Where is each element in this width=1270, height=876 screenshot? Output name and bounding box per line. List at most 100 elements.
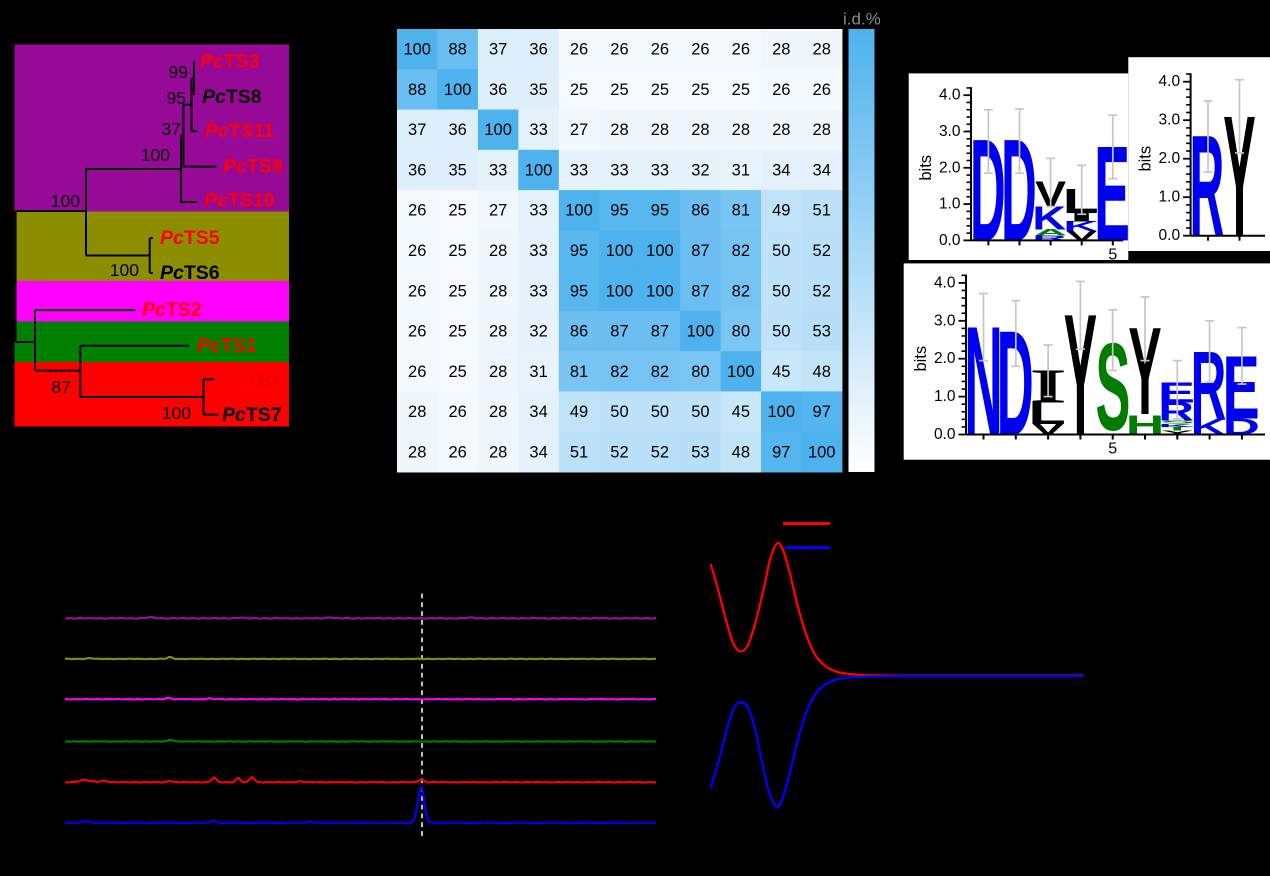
matrix-cell-value: 26 (408, 363, 426, 381)
matrix-cell (801, 109, 843, 151)
clade-block-green-clade (14, 321, 289, 362)
bootstrap-value: 95 (167, 88, 186, 108)
matrix-cell (477, 310, 519, 352)
matrix-cell-value: 25 (570, 81, 588, 99)
matrix-cell (720, 270, 762, 312)
matrix-cell (720, 431, 762, 473)
matrix-cell-value: 53 (813, 323, 831, 341)
matrix-cell-value: 28 (489, 403, 507, 421)
logo-letter-R: R (1190, 106, 1225, 267)
matrix-cell-value: 25 (448, 282, 466, 300)
matrix-cell (639, 351, 681, 392)
matrix-cell-value: 50 (610, 403, 628, 421)
matrix-cell-value: 26 (408, 323, 426, 341)
matrix-cell (518, 230, 560, 272)
matrix-cell (437, 310, 479, 352)
matrix-cell-value: 100 (768, 403, 796, 421)
matrix-cell (639, 391, 681, 433)
matrix-cell (558, 270, 600, 312)
matrix-cell (558, 431, 600, 473)
matrix-cell (639, 69, 681, 111)
matrix-cell (680, 270, 722, 312)
matrix-cell (397, 69, 438, 111)
matrix-cell-value: 100 (727, 363, 755, 381)
matrix-cell (720, 351, 762, 392)
matrix-cell-value: 100 (646, 282, 674, 300)
matrix-cell (477, 109, 519, 151)
matrix-cell-value: 26 (651, 41, 669, 59)
colorbar (848, 29, 875, 472)
matrix-cell-value: 53 (691, 443, 709, 461)
matrix-cell-value: 50 (691, 403, 709, 421)
matrix-cell-value: 49 (772, 202, 790, 220)
matrix-cell (599, 351, 641, 392)
matrix-cell (397, 29, 438, 70)
matrix-cell-value: 25 (691, 81, 709, 99)
matrix-cell-value: 26 (732, 41, 750, 59)
matrix-cell (437, 190, 479, 231)
matrix-cell (397, 431, 438, 473)
matrix-cell (437, 351, 479, 392)
matrix-cell-value: 82 (610, 363, 628, 381)
matrix-cell (599, 69, 641, 111)
matrix-cell-value: 31 (732, 161, 750, 179)
matrix-cell-value: 33 (529, 242, 547, 260)
matrix-cell-value: 50 (772, 323, 790, 341)
matrix-cell-value: 28 (610, 121, 628, 139)
matrix-cell (801, 230, 843, 272)
matrix-cell-value: 25 (448, 202, 466, 220)
matrix-cell (437, 109, 479, 151)
y-tick-label: 3.0 (939, 123, 961, 140)
matrix-cell (680, 391, 722, 433)
matrix-cell-value: 28 (489, 242, 507, 260)
trace-purple (64, 615, 657, 620)
matrix-cell (680, 29, 722, 70)
matrix-cell-value: 27 (489, 202, 507, 220)
matrix-cell-value: 87 (691, 242, 709, 260)
matrix-cell-value: 87 (610, 323, 628, 341)
colorbar-label: i.d.% (843, 10, 881, 29)
matrix-cell (599, 391, 641, 433)
matrix-cell (599, 29, 641, 70)
matrix-cell (599, 431, 641, 473)
matrix-cell-value: 25 (448, 323, 466, 341)
matrix-cell (518, 270, 560, 312)
logo-letter-K: K (1191, 415, 1226, 440)
matrix-cell (437, 29, 479, 70)
matrix-cell-value: 28 (489, 443, 507, 461)
matrix-cell (518, 109, 560, 151)
matrix-cell (599, 109, 641, 151)
matrix-cell (801, 351, 843, 392)
matrix-cell-value: 35 (529, 81, 547, 99)
matrix-cell-value: 26 (408, 242, 426, 260)
matrix-cell (437, 149, 479, 191)
matrix-cell (680, 230, 722, 272)
clade-block-magenta-clade (14, 281, 289, 322)
matrix-cell (558, 109, 600, 151)
matrix-cell-value: 95 (610, 202, 628, 220)
logo-letter-K: K (1064, 219, 1098, 234)
matrix-cell-value: 33 (570, 161, 588, 179)
logo-letter-R: R (1158, 397, 1194, 426)
matrix-cell (599, 190, 641, 231)
matrix-cell (397, 149, 438, 191)
matrix-cell (761, 69, 802, 111)
matrix-cell-value: 34 (529, 403, 547, 421)
matrix-cell-value: 97 (813, 403, 831, 421)
matrix-cell (680, 351, 722, 392)
matrix-cell-value: 33 (529, 202, 547, 220)
matrix-cell (680, 69, 722, 111)
matrix-cell-value: 33 (610, 161, 628, 179)
matrix-cell (397, 230, 438, 272)
y-tick-label: 2.0 (1159, 150, 1181, 167)
logo-letter-A: A (1034, 227, 1067, 237)
matrix-cell-value: 26 (408, 202, 426, 220)
logo-background (908, 73, 1129, 261)
matrix-cell-value: 25 (448, 363, 466, 381)
matrix-cell-value: 28 (691, 121, 709, 139)
y-tick-label: 1.0 (1159, 189, 1181, 206)
logo-letter-K: K (1032, 199, 1066, 237)
y-tick-label: 1.0 (934, 388, 956, 405)
matrix-cell-value: 26 (610, 41, 628, 59)
